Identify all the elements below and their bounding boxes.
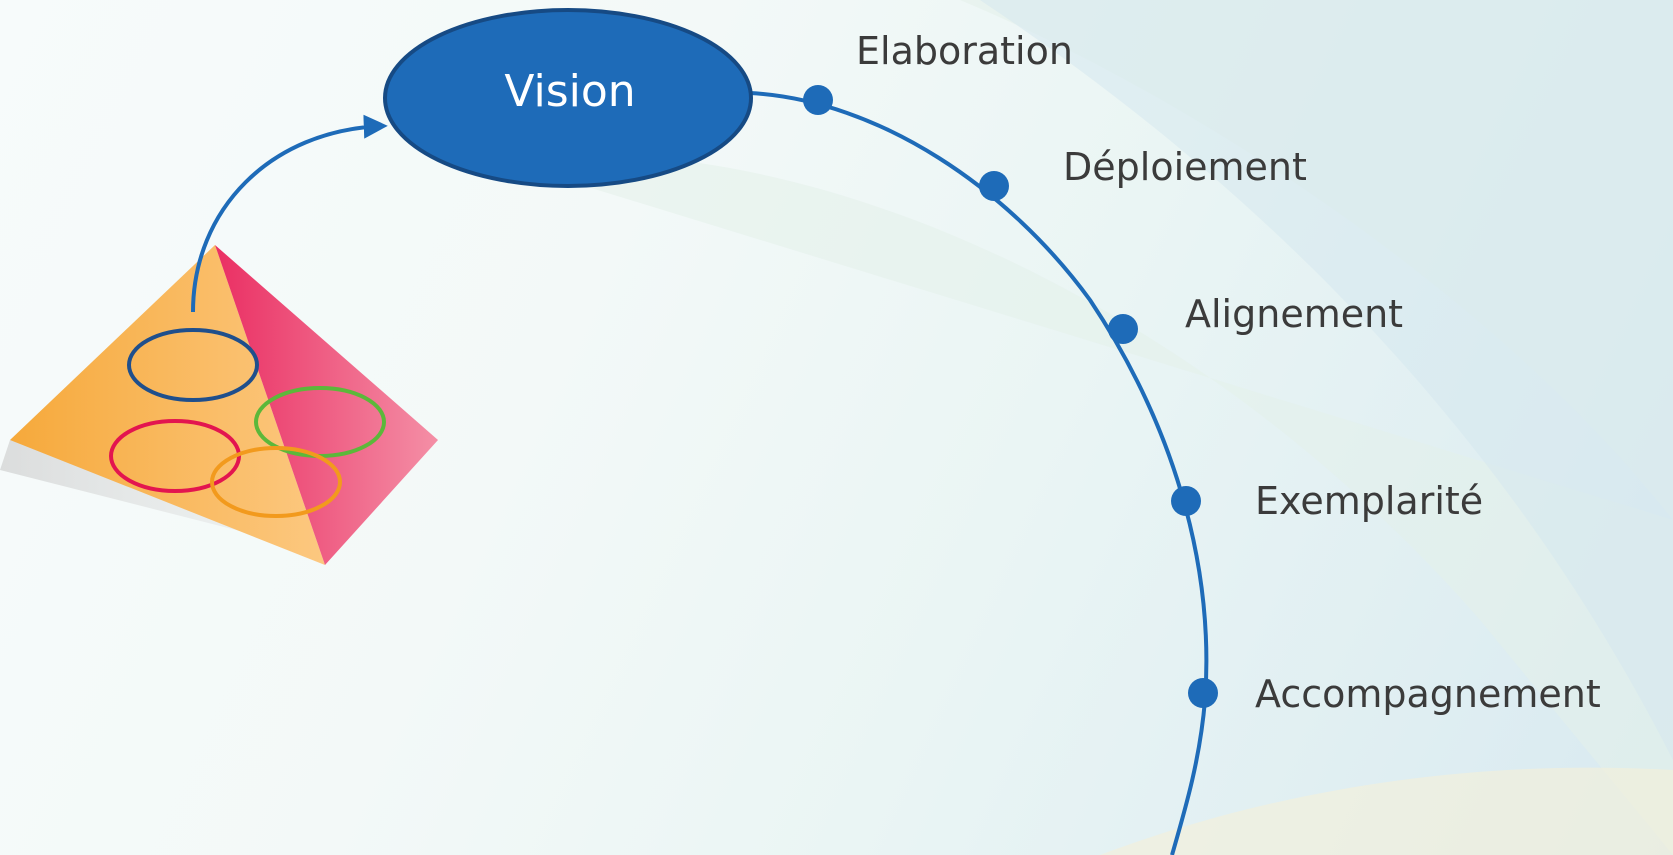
background-swoosh-2 [980, 0, 1673, 760]
step-dot-elaboration [803, 85, 833, 115]
ring-blue [127, 328, 259, 402]
step-dot-alignement [1108, 314, 1138, 344]
step-dot-accompagnement [1188, 678, 1218, 708]
ring-orange [210, 446, 342, 518]
process-arc [749, 91, 1209, 855]
step-label-elaboration: Elaboration [856, 29, 1073, 73]
step-label-deploiement: Déploiement [1063, 145, 1307, 189]
step-dot-exemplarite [1171, 486, 1201, 516]
step-label-alignement: Alignement [1185, 292, 1404, 336]
step-dot-deploiement [979, 171, 1009, 201]
pyramid-icon [0, 245, 438, 565]
arrow-icon [191, 114, 388, 313]
background-swoosh-3 [1100, 767, 1673, 855]
vision-node [383, 8, 753, 188]
step-label-accompagnement: Accompagnement [1255, 672, 1601, 716]
step-label-exemplarite: Exemplarité [1255, 479, 1484, 523]
vision-label: Vision [504, 66, 636, 117]
